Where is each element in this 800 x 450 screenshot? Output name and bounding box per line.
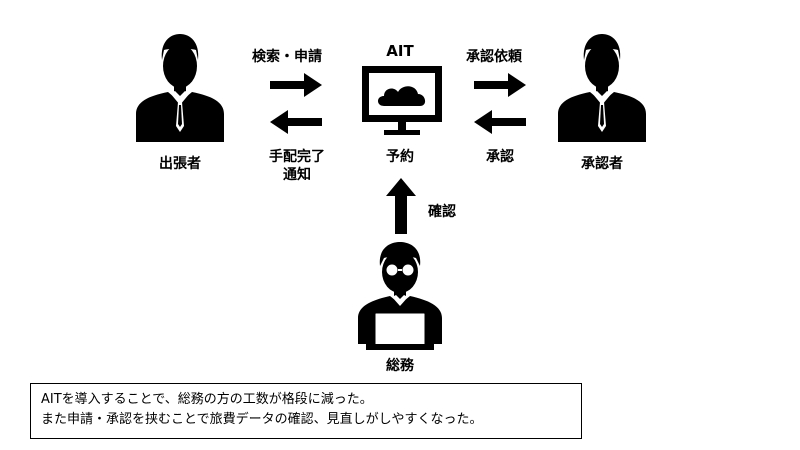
summary-note-line-1: AITを導入することで、総務の方の工数が格段に減った。 — [41, 392, 373, 407]
approval-label: 承認 — [486, 149, 514, 165]
traveler-label: 出張者 — [159, 156, 201, 172]
right-arrow-icon-search-apply — [270, 73, 322, 97]
reservation-label: 予約 — [386, 149, 414, 165]
general-affairs-label: 総務 — [386, 358, 414, 374]
monitor-cloud-icon — [362, 66, 442, 135]
left-arrow-icon-approval — [474, 110, 526, 134]
arrangement-done-label: 手配完了 — [269, 149, 325, 165]
up-arrow-icon-confirm — [386, 178, 416, 234]
summary-note-line-2: また申請・承認を挟むことで旅費データの確認、見直しがしやすくなった。 — [41, 412, 483, 427]
left-arrow-icon-arrangement-done — [270, 110, 322, 134]
businessman-icon-approver — [558, 34, 646, 142]
summary-note-box: AITを導入することで、総務の方の工数が格段に減った。 また申請・承認を挟むこと… — [30, 383, 582, 439]
confirm-label: 確認 — [428, 204, 456, 220]
right-arrow-icon-approval-request — [474, 73, 526, 97]
ait-title: AIT — [386, 42, 414, 60]
approval-request-label: 承認依頼 — [466, 49, 522, 65]
search-apply-label: 検索・申請 — [252, 49, 322, 65]
office-worker-with-laptop-icon — [358, 242, 442, 350]
arrangement-notice-label: 通知 — [283, 167, 311, 183]
businessman-icon-traveler — [136, 34, 224, 142]
approver-label: 承認者 — [581, 156, 623, 172]
